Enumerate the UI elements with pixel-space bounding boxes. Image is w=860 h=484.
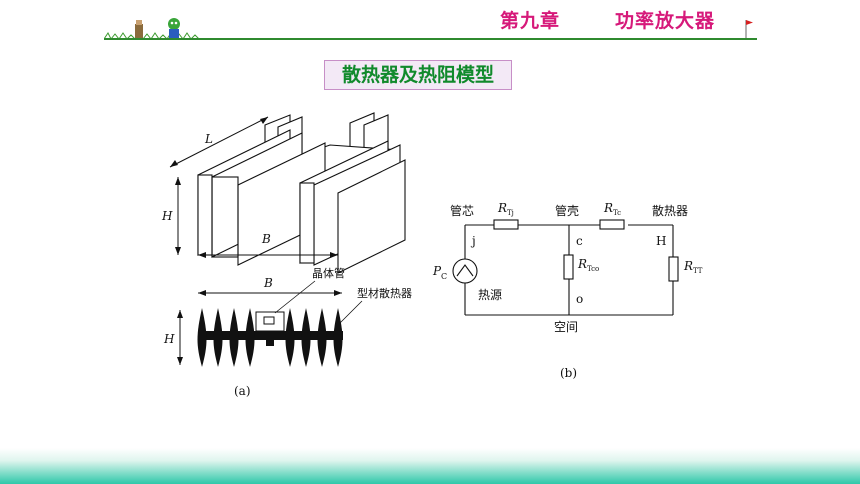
- chapter-label: 第九章: [500, 10, 561, 32]
- resistor-Rtj: [493, 219, 519, 230]
- dim-H-top: H: [161, 209, 173, 223]
- resistor-Rtco: [563, 254, 574, 280]
- subject-label: 功率放大器: [615, 10, 716, 32]
- footer-band: [0, 448, 860, 484]
- dim-B-bottom: B: [263, 276, 273, 290]
- R-Tco-main: R: [577, 257, 587, 271]
- R-Tj-sub: Tj: [507, 209, 514, 217]
- node-H: H: [656, 234, 666, 248]
- label-case: 管壳: [555, 203, 579, 218]
- caption-a: (a): [234, 384, 251, 398]
- R-TT-main: R: [683, 259, 693, 273]
- figure-b-circuit: 管芯 管壳 散热器 R Tj R Tc R Tco R TT j c H o P…: [432, 201, 703, 380]
- source-PC-sub: C: [441, 272, 447, 281]
- R-Tj-main: R: [497, 201, 507, 215]
- R-Tco-sub: Tco: [587, 265, 599, 273]
- fin-face-2: [299, 182, 315, 264]
- resistor-Rtc: [599, 219, 625, 230]
- heat-source-symbol: [452, 258, 478, 284]
- node-o: o: [576, 292, 583, 306]
- label-junction: 管芯: [450, 203, 474, 218]
- label-ambient: 空间: [554, 320, 578, 334]
- node-j: j: [470, 234, 476, 248]
- label-heat-source: 热源: [478, 288, 502, 302]
- mascot-icon: [135, 18, 180, 38]
- label-heatsink: 型材散热器: [357, 286, 412, 300]
- dim-H-bottom: H: [163, 332, 175, 346]
- header-rule: [104, 38, 757, 40]
- transistor-body: [255, 311, 285, 332]
- label-transistor: 晶体管: [312, 266, 345, 280]
- figure-a-heatsink: L H B B H 晶体管 型材散热器 (a): [161, 112, 412, 398]
- R-Tc-sub: Tc: [613, 209, 621, 217]
- R-TT-sub: TT: [693, 267, 703, 275]
- dim-L: L: [204, 132, 213, 146]
- slide-title: 散热器及热阻模型: [324, 60, 512, 90]
- node-c: c: [576, 234, 583, 248]
- fin-front-6: [337, 159, 406, 274]
- heatsink-cross-section: [197, 308, 343, 367]
- resistor-Rtt: [668, 256, 679, 282]
- fin-face-1: [197, 174, 213, 256]
- flag-icon: [745, 20, 753, 38]
- dim-B-top: B: [261, 232, 271, 246]
- R-Tc-main: R: [603, 201, 613, 215]
- caption-b: (b): [560, 366, 577, 380]
- label-heatsink-node: 散热器: [652, 203, 688, 218]
- source-PC-main: P: [432, 264, 442, 278]
